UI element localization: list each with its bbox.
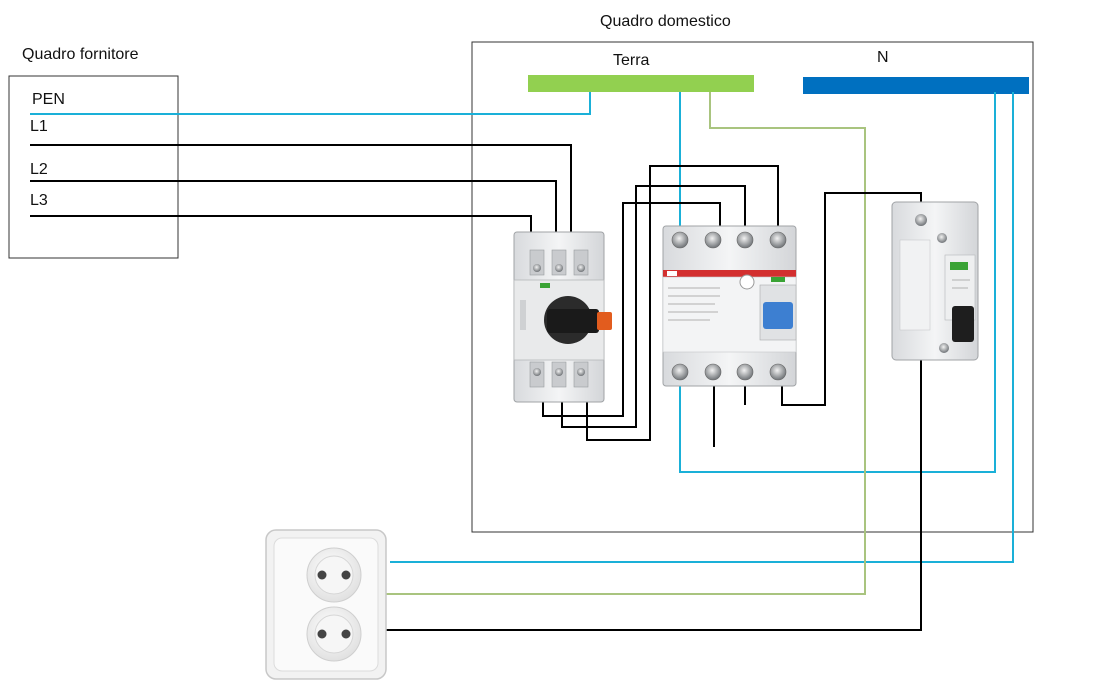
switch-out-2 bbox=[561, 185, 746, 428]
main-disconnect-switch bbox=[513, 231, 612, 403]
home-panel-title: Quadro domestico bbox=[600, 13, 731, 30]
rcd-neutral-return bbox=[679, 92, 996, 473]
line-label-l3: L3 bbox=[30, 192, 48, 209]
l1-wire bbox=[30, 144, 572, 232]
rotary-handle bbox=[547, 309, 599, 333]
switch-out-3 bbox=[586, 165, 779, 441]
socket-phase-wire bbox=[384, 345, 922, 631]
supplier-panel-title: Quadro fornitore bbox=[22, 46, 139, 63]
line-label-l2: L2 bbox=[30, 161, 48, 178]
neutral-wires bbox=[30, 92, 1014, 563]
home-panel-frame bbox=[471, 41, 1034, 533]
circuit-breaker bbox=[891, 201, 979, 361]
breaker-toggle bbox=[952, 306, 974, 342]
double-wall-socket bbox=[265, 529, 387, 680]
switch-out-1 bbox=[542, 202, 721, 417]
line-label-l1: L1 bbox=[30, 118, 48, 135]
socket-neutral-wire bbox=[390, 92, 1014, 563]
line-label-pen: PEN bbox=[32, 91, 65, 108]
supplier-panel-frame bbox=[8, 75, 179, 259]
phase-wires bbox=[30, 144, 922, 631]
earth-bar bbox=[528, 75, 754, 92]
neutral-bar bbox=[803, 77, 1029, 94]
residual-current-device bbox=[662, 225, 797, 387]
rcd-toggle bbox=[763, 302, 793, 329]
neutral-bar-label: N bbox=[877, 49, 889, 66]
l2-wire bbox=[30, 180, 557, 232]
pen-wire bbox=[30, 92, 591, 115]
earth-bar-label: Terra bbox=[613, 52, 650, 69]
rcd-to-breaker bbox=[781, 192, 922, 406]
earth-wire bbox=[386, 92, 866, 595]
l3-wire bbox=[30, 215, 532, 232]
